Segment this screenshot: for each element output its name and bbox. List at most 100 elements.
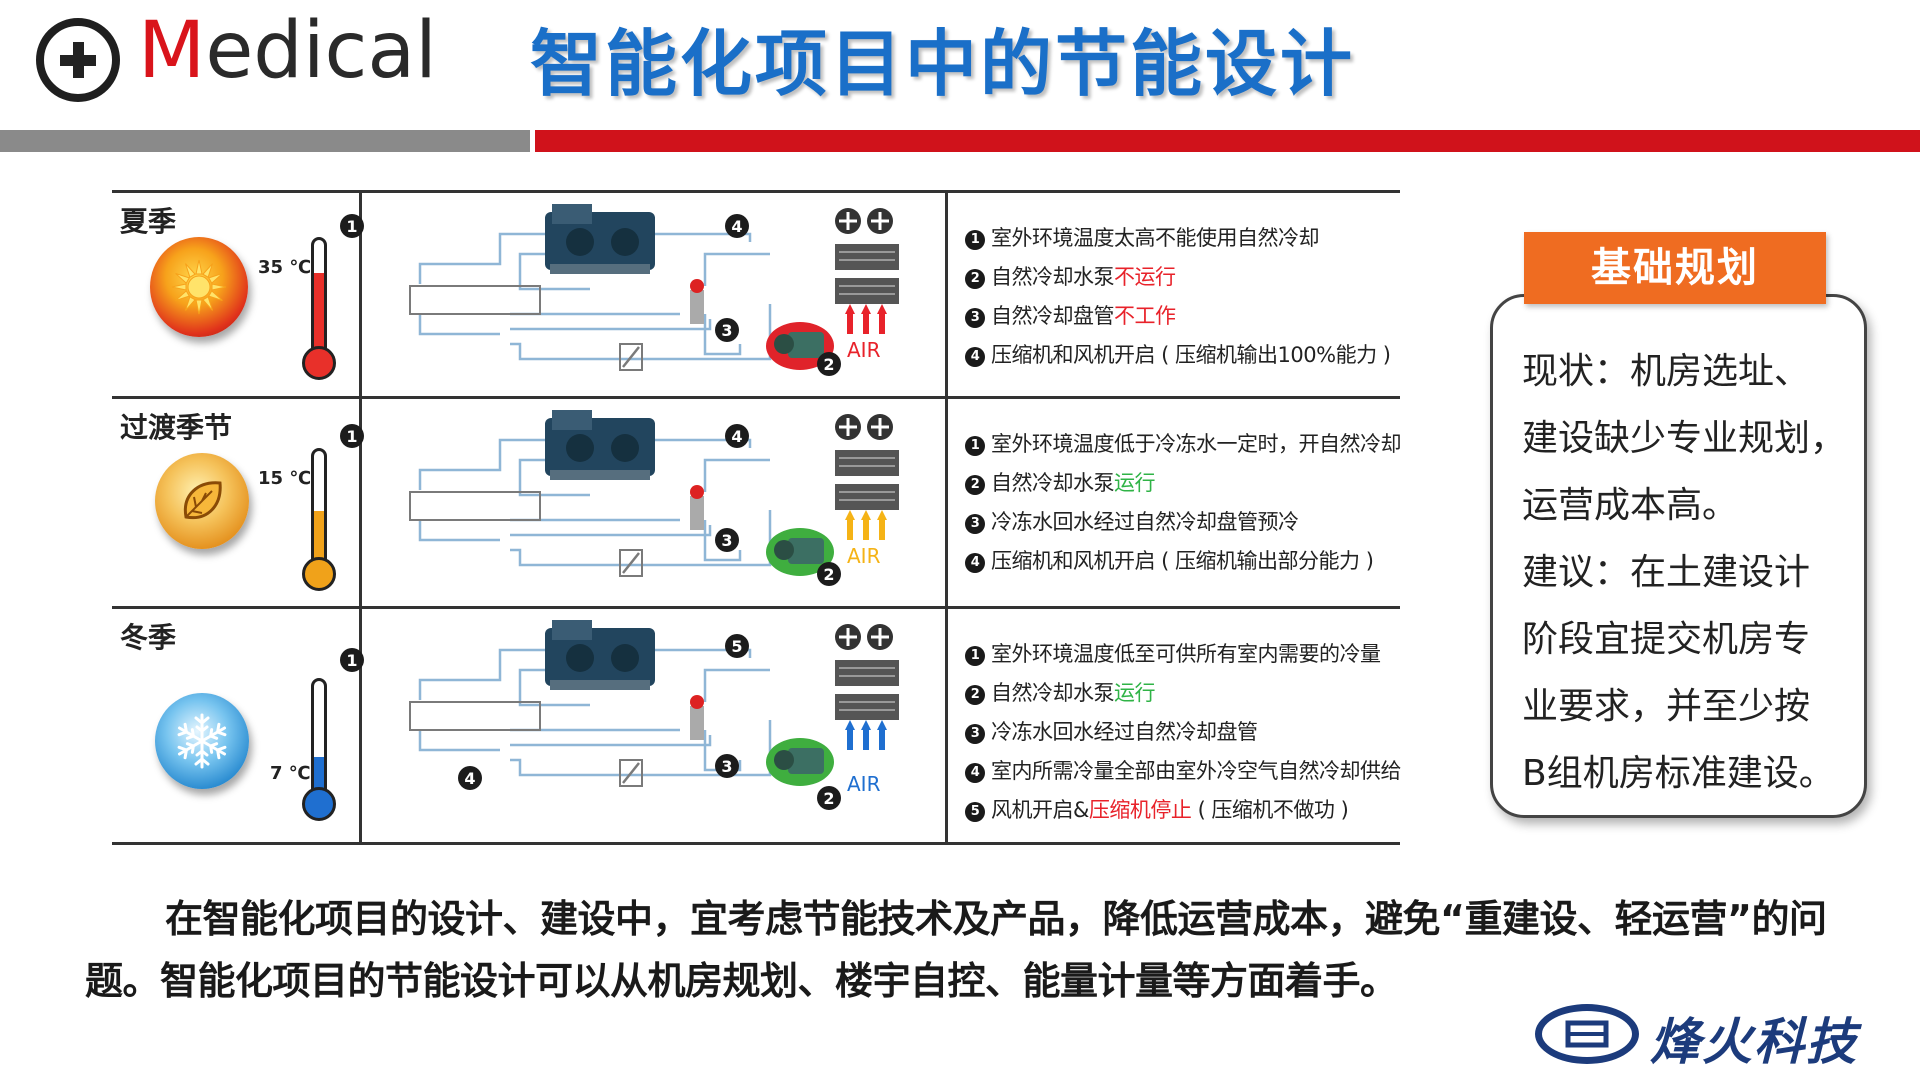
desc-number: 1 — [965, 436, 985, 456]
thermometer-bulb — [302, 557, 336, 591]
panel-title: 基础规划 — [1524, 232, 1826, 304]
desc-number: 4 — [965, 347, 985, 367]
desc-text: 室内所需冷量全部由室外冷空气自然冷却供给 — [991, 759, 1402, 783]
desc-line: 3 冷冻水回水经过自然冷却盘管 — [965, 722, 1258, 744]
desc-line: 1 室外环境温度低于冷冻水一定时，开自然冷却 — [965, 432, 1402, 456]
thermometer-icon — [311, 448, 327, 563]
desc-text: 室外环境温度太高不能使用自然冷却 — [991, 226, 1320, 250]
table-line-top — [112, 190, 1400, 193]
step-marker: 1 — [340, 424, 364, 448]
desc-number: 4 — [965, 763, 985, 783]
step-marker: 5 — [725, 634, 749, 658]
thermometer-bulb — [302, 346, 336, 380]
company-emblem-icon — [1535, 1004, 1639, 1064]
panel-line: 建议：在土建设计 — [1522, 552, 1811, 593]
step-marker: 1 — [340, 648, 364, 672]
desc-text: 冷冻水回水经过自然冷却盘管 — [991, 720, 1258, 744]
step-marker: 2 — [817, 786, 841, 810]
air-label: AIR — [847, 338, 881, 362]
desc-text: 运行 — [1114, 681, 1156, 705]
desc-text: 压缩机和风机开启 ( 压缩机输出100%能力 ) — [991, 343, 1391, 367]
desc-line: 4 压缩机和风机开启 ( 压缩机输出100%能力 ) — [965, 343, 1391, 367]
page-title: 智能化项目中的节能设计 — [530, 22, 1356, 106]
thermometer-icon — [311, 678, 327, 793]
desc-number: 3 — [965, 514, 985, 534]
planning-panel — [1490, 294, 1867, 818]
desc-text: 不工作 — [1114, 304, 1176, 328]
desc-text: 运行 — [1114, 471, 1156, 495]
header-bar-gray — [0, 130, 530, 152]
desc-line: 2 自然冷却水泵运行 — [965, 471, 1156, 495]
panel-line: 现状：机房选址、 — [1522, 351, 1811, 392]
thermometer-bulb — [302, 787, 336, 821]
step-marker: 2 — [817, 562, 841, 586]
desc-text: 自然冷却水泵 — [991, 265, 1115, 289]
cooling-system-diagram — [380, 610, 940, 800]
desc-line: 2 自然冷却水泵运行 — [965, 681, 1156, 705]
table-divider-left — [359, 190, 362, 845]
temperature-label: 35 ℃ — [258, 257, 312, 278]
desc-text: ( 压缩机不做功 ) — [1191, 798, 1349, 822]
step-marker: 4 — [725, 214, 749, 238]
desc-text: 自然冷却盘管 — [991, 304, 1115, 328]
step-marker: 2 — [817, 352, 841, 376]
medical-plus-icon — [36, 18, 120, 102]
panel-line: 阶段宜提交机房专 — [1522, 619, 1811, 660]
panel-text: 现状：机房选址、 建设缺少专业规划， 运营成本高。 建议：在土建设计 阶段宜提交… — [1522, 338, 1852, 807]
season-label: 过渡季节 — [120, 411, 233, 444]
panel-line: 建设缺少专业规划， — [1522, 418, 1847, 459]
desc-number: 3 — [965, 308, 985, 328]
desc-text: 室外环境温度低于冷冻水一定时，开自然冷却 — [991, 432, 1402, 456]
panel-line: B组机房标准建设。 — [1522, 753, 1835, 794]
desc-number: 2 — [965, 269, 985, 289]
air-label: AIR — [847, 544, 881, 568]
brand-logo-text: Medical — [138, 6, 437, 96]
panel-line: 运营成本高。 — [1522, 485, 1739, 526]
panel-line: 业要求，并至少按 — [1522, 686, 1811, 727]
desc-text: 压缩机停止 — [1088, 798, 1192, 822]
step-marker: 3 — [715, 318, 739, 342]
desc-line: 1 室外环境温度低至可供所有室内需要的冷量 — [965, 644, 1381, 666]
desc-number: 4 — [965, 553, 985, 573]
step-marker: 1 — [340, 214, 364, 238]
desc-line: 1 室外环境温度太高不能使用自然冷却 — [965, 226, 1320, 250]
table-divider-right — [945, 190, 948, 845]
season-label: 冬季 — [120, 621, 177, 654]
desc-number: 1 — [965, 230, 985, 250]
temperature-label: 7 ℃ — [270, 763, 311, 784]
season-label: 夏季 — [120, 205, 177, 238]
desc-text: 不运行 — [1114, 265, 1176, 289]
desc-text: 风机开启& — [991, 798, 1089, 822]
step-marker: 3 — [715, 528, 739, 552]
desc-line: 3 冷冻水回水经过自然冷却盘管预冷 — [965, 512, 1299, 534]
desc-text: 室外环境温度低至可供所有室内需要的冷量 — [991, 642, 1381, 666]
table-line-bottom — [112, 842, 1400, 845]
desc-number: 2 — [965, 475, 985, 495]
thermometer-icon — [311, 237, 327, 352]
cooling-system-diagram — [380, 194, 940, 384]
desc-number: 3 — [965, 724, 985, 744]
season-orb-icon — [155, 693, 249, 789]
desc-text: 自然冷却水泵 — [991, 471, 1115, 495]
desc-line: 3 自然冷却盘管不工作 — [965, 306, 1176, 328]
summary-paragraph: 在智能化项目的设计、建设中，宜考虑节能技术及产品，降低运营成本，避免“重建设、轻… — [85, 897, 1827, 1003]
desc-line: 4 压缩机和风机开启 ( 压缩机输出部分能力 ) — [965, 549, 1374, 573]
desc-text: 压缩机和风机开启 ( 压缩机输出部分能力 ) — [991, 549, 1374, 573]
season-orb-icon — [150, 237, 248, 337]
step-marker: 3 — [715, 754, 739, 778]
table-line-1 — [112, 396, 1400, 399]
desc-line: 4 室内所需冷量全部由室外冷空气自然冷却供给 — [965, 759, 1402, 783]
step-marker: 4 — [725, 424, 749, 448]
company-name: 烽火科技 — [1650, 1012, 1858, 1071]
desc-number: 2 — [965, 685, 985, 705]
air-label: AIR — [847, 772, 881, 796]
season-orb-icon — [155, 453, 249, 549]
desc-number: 1 — [965, 646, 985, 666]
table-line-2 — [112, 606, 1400, 609]
desc-text: 冷冻水回水经过自然冷却盘管预冷 — [991, 510, 1299, 534]
desc-text: 自然冷却水泵 — [991, 681, 1115, 705]
step-marker: 4 — [458, 766, 482, 790]
temperature-label: 15 ℃ — [258, 468, 312, 489]
header-bar-red — [535, 130, 1920, 152]
desc-number: 5 — [965, 802, 985, 822]
